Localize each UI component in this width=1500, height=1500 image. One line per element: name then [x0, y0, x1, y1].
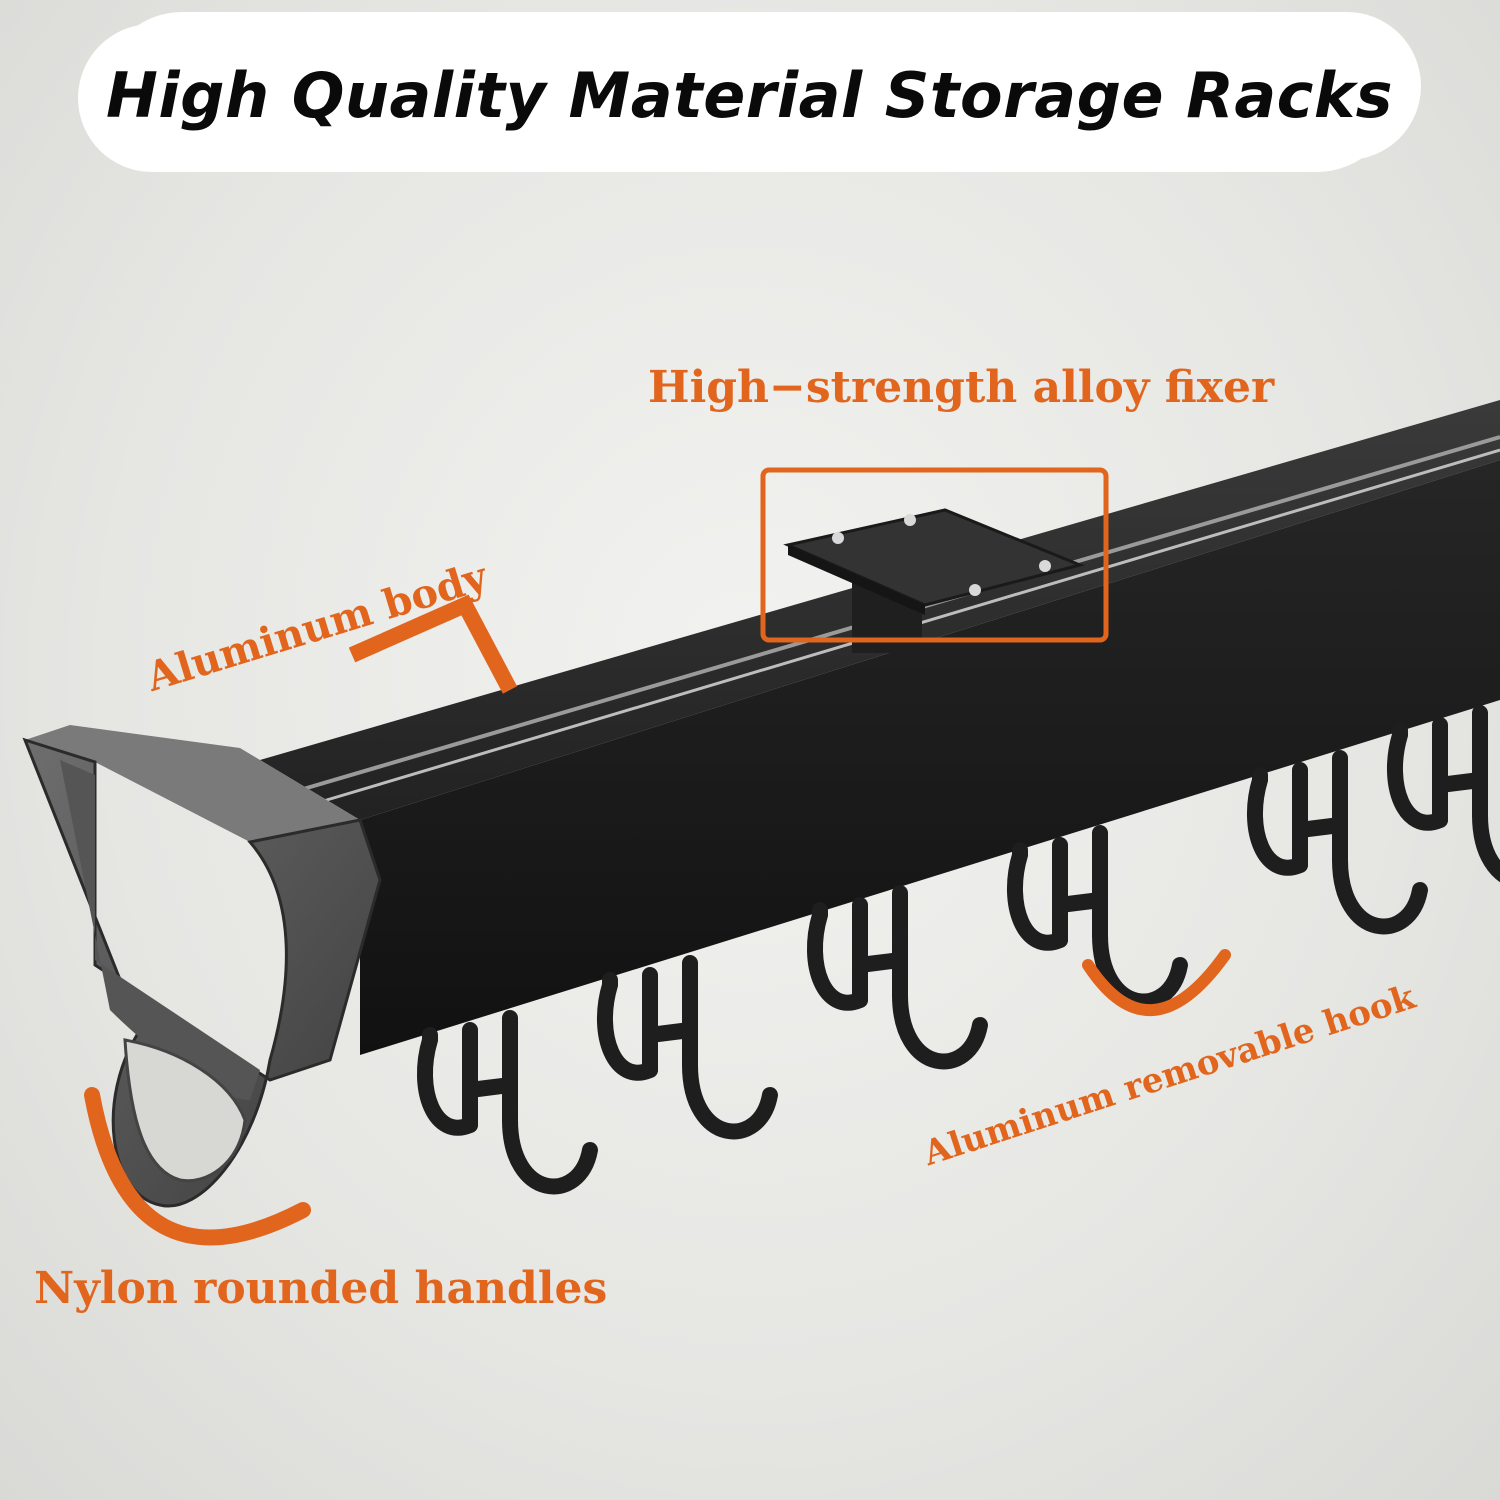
callout-nylon-handles: Nylon rounded handles	[34, 1263, 608, 1314]
removable-hook	[1246, 750, 1428, 935]
handle-arc-marker	[84, 1087, 311, 1246]
removable-hook	[596, 955, 778, 1140]
removable-hook	[806, 885, 988, 1070]
hook-arc-marker	[1082, 949, 1231, 1017]
removable-hook	[416, 1010, 598, 1195]
callout-alloy-fixer: High−strength alloy fixer	[648, 362, 1275, 413]
hooks-group	[416, 705, 1500, 1195]
page-title: High Quality Material Storage Racks	[105, 58, 1394, 132]
removable-hook	[1006, 825, 1188, 1010]
rail-front-face	[360, 460, 1500, 1055]
removable-hook	[1386, 705, 1500, 882]
nylon-handle-cap	[22, 725, 382, 1208]
body-corner-marker	[348, 594, 518, 694]
fixer-highlight-box	[760, 467, 1109, 643]
title-background	[112, 22, 1387, 162]
